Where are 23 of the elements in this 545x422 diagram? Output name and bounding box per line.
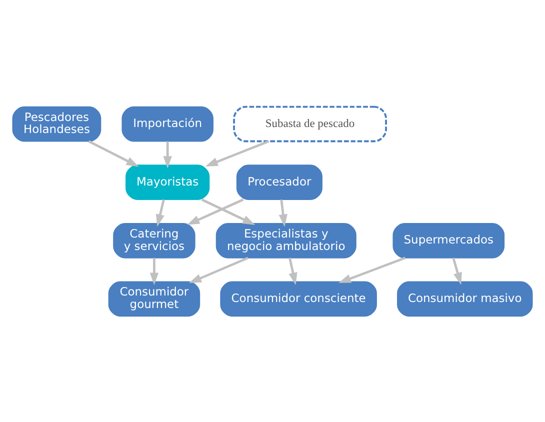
arrow xyxy=(288,257,298,285)
arrow xyxy=(201,198,256,224)
node-box: Importación xyxy=(122,106,214,142)
arrow xyxy=(338,256,406,282)
node-box: Mayoristas xyxy=(126,164,210,200)
node-box: Catering y servicios xyxy=(113,222,196,258)
arrow xyxy=(88,140,139,166)
node-box: Supermercados xyxy=(392,222,505,258)
node-box: Subasta de pescado xyxy=(233,105,387,142)
arrow xyxy=(150,257,159,285)
node-box: Especialistas y negocio ambulatorio xyxy=(216,222,356,258)
arrow xyxy=(163,140,172,168)
node-box: Procesador xyxy=(236,164,322,200)
node-box: Consumidor consciente xyxy=(220,280,377,316)
node-box: Consumidor masivo xyxy=(397,280,533,316)
arrow xyxy=(205,140,270,166)
arrow xyxy=(278,198,288,226)
node-box: Consumidor gourmet xyxy=(108,280,200,316)
node-box: Pescadores Holandeses xyxy=(12,106,102,142)
arrow xyxy=(187,198,244,224)
arrow xyxy=(156,198,165,226)
arrow xyxy=(188,256,248,283)
arrow xyxy=(452,257,462,285)
